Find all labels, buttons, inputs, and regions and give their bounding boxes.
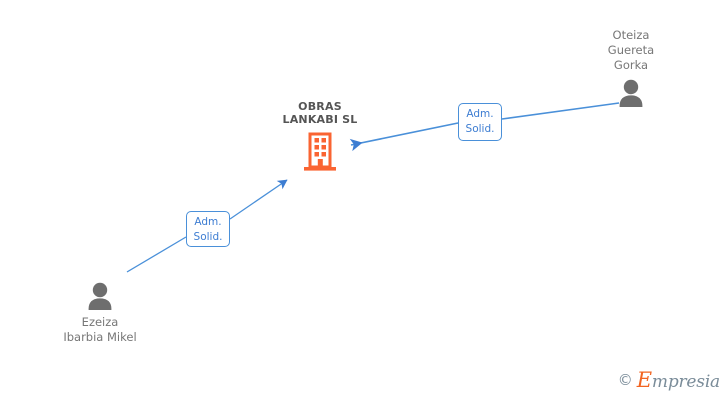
empresia-watermark: © Empresia: [618, 368, 720, 392]
person-icon[interactable]: [85, 282, 115, 310]
building-icon-wrap: [258, 132, 382, 172]
brand-initial: E: [636, 368, 652, 392]
brand-rest: mpresia: [651, 372, 720, 392]
person-node-oteiza-guereta-gorka[interactable]: Oteiza Guereta Gorka: [566, 28, 696, 107]
person-icon[interactable]: [616, 79, 646, 107]
company-node[interactable]: OBRAS LANKABI SL: [258, 100, 382, 172]
edge-person-bottom-left-to-label: [126, 236, 187, 273]
person-icon-wrap: [566, 79, 696, 107]
relationship-label-adm-solid-bottom[interactable]: Adm. Solid.: [186, 211, 230, 247]
relationship-label-adm-solid-top[interactable]: Adm. Solid.: [458, 103, 502, 141]
edge-label-to-company-top: [349, 122, 459, 152]
person-name-label: Ezeiza Ibarbia Mikel: [63, 315, 137, 344]
edge-label-to-company-bottom: [229, 179, 288, 220]
person-node-ezeiza-ibarbia-mikel[interactable]: Ezeiza Ibarbia Mikel: [35, 282, 165, 345]
company-name-label: OBRAS LANKABI SL: [282, 100, 358, 126]
edge-person-top-right-to-label: [501, 102, 620, 120]
brand-wordmark: Empresia: [637, 368, 720, 392]
person-name-label: Oteiza Guereta Gorka: [607, 28, 655, 72]
building-icon[interactable]: [303, 132, 337, 172]
copyright-icon: ©: [617, 371, 633, 389]
person-icon-wrap: [35, 282, 165, 310]
